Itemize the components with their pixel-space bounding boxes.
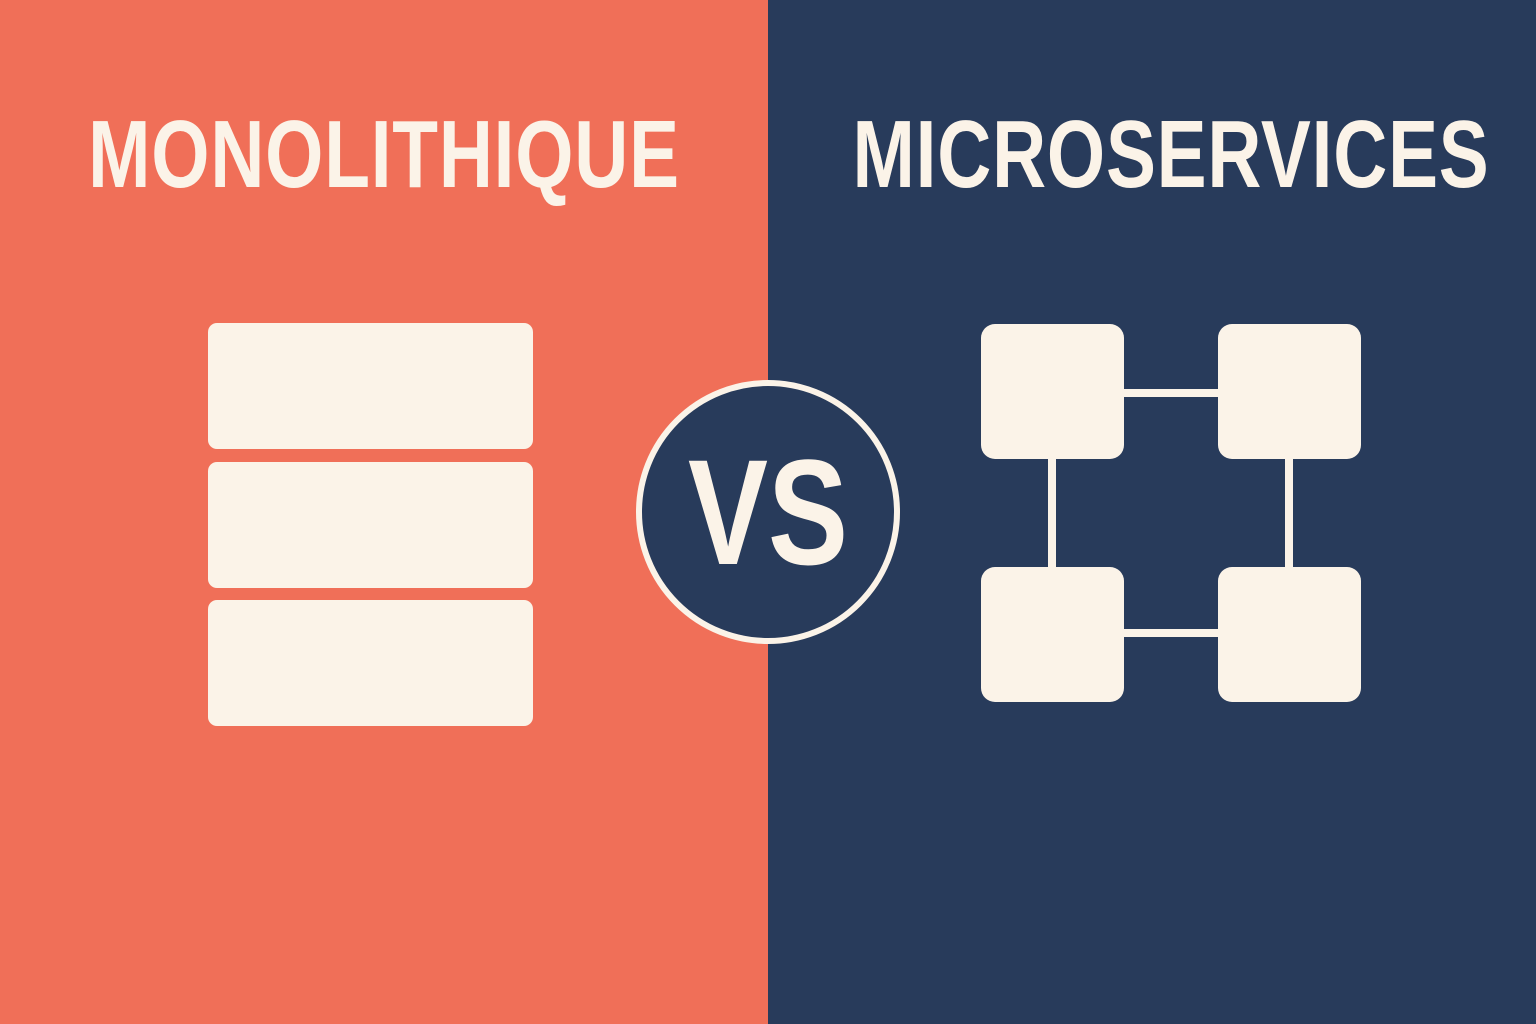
microservices-title: MICROSERVICES: [852, 101, 1490, 208]
monolith-title: MONOLITHIQUE: [88, 101, 680, 208]
monolith-layer-middle: [208, 462, 533, 588]
service-link-bottom: [1120, 629, 1222, 637]
monolith-layer-bottom: [208, 600, 533, 726]
service-node-top-left: [981, 324, 1124, 459]
service-node-bottom-right: [1218, 567, 1361, 702]
service-node-bottom-left: [981, 567, 1124, 702]
service-link-top: [1120, 389, 1222, 397]
service-link-right: [1285, 455, 1293, 571]
vs-label: VS: [687, 428, 849, 596]
monolith-layer-top: [208, 323, 533, 449]
vs-badge: VS: [636, 380, 900, 644]
service-node-top-right: [1218, 324, 1361, 459]
service-link-left: [1048, 455, 1056, 571]
